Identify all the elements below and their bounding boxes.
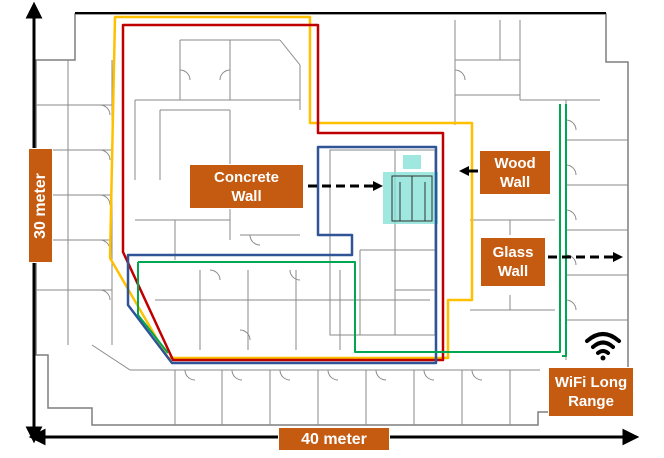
glass-wall-label: Glass Wall <box>480 237 546 287</box>
stairwell <box>383 155 438 224</box>
height-dimension-label: 30 meter <box>28 148 53 263</box>
path-green <box>138 104 561 353</box>
concrete-wall-label: Concrete Wall <box>189 164 304 209</box>
dimension-lines <box>25 1 640 446</box>
path-green-3 <box>562 104 567 357</box>
signal-paths <box>108 15 567 365</box>
wifi-router-label: WiFi Long Range <box>548 367 634 417</box>
width-dimension-label: 40 meter <box>278 427 390 451</box>
wood-wall-label: Wood Wall <box>479 150 551 195</box>
height-dimension-text: 30 meter <box>31 172 49 239</box>
pointer-arrows <box>308 166 623 262</box>
path-green-2 <box>137 262 169 354</box>
door-swings <box>99 69 577 381</box>
wifi-icon <box>585 332 621 361</box>
path-red <box>121 23 445 362</box>
path-blue <box>126 145 438 365</box>
